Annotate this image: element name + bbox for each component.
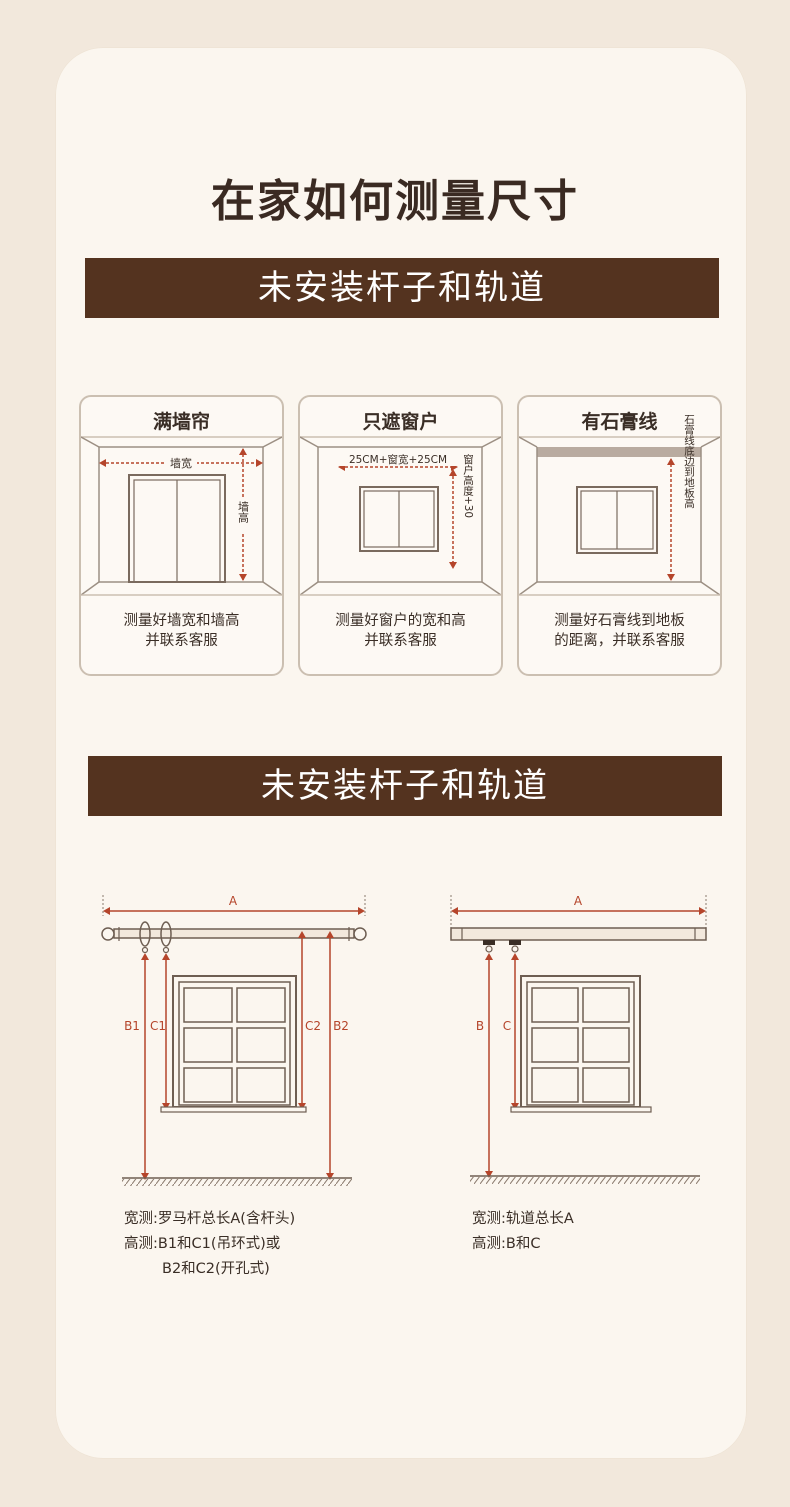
page-title: 在家如何测量尺寸 <box>211 176 579 227</box>
wall-height-label: 墙高 <box>237 500 250 524</box>
section2-heading: 未安装杆子和轨道 <box>88 756 722 816</box>
label-a: A <box>229 894 238 908</box>
caption-line: B2和C2(开孔式) <box>162 1261 270 1277</box>
panel-title: 满墙帘 <box>152 411 210 433</box>
rod-caption: 宽测:罗马杆总长A(含杆头) 高测:B1和C1(吊环式)或 B2和C2(开孔式) <box>124 1207 295 1282</box>
label-a: A <box>574 894 583 908</box>
desc-line: 测量好墙宽和墙高 <box>123 613 240 629</box>
caption-line: 宽测:罗马杆总长A(含杆头) <box>124 1211 296 1227</box>
caption-line: 宽测:轨道总长A <box>472 1211 574 1227</box>
section1-heading: 未安装杆子和轨道 <box>85 258 719 318</box>
panel-description: 测量好窗户的宽和高 并联系客服 <box>300 611 501 651</box>
caption-line: 高测:B1和C1(吊环式)或 <box>124 1236 281 1252</box>
panel-description: 测量好墙宽和墙高 并联系客服 <box>81 611 282 651</box>
track-caption: 宽测:轨道总长A 高测:B和C <box>472 1207 574 1257</box>
window-height-label: 窗户高度+30 <box>462 453 474 518</box>
panel-plaster-line: 有石膏线 石膏线底边到地板高 测量好石膏线到地板 的距离，并联系客服 <box>517 395 722 676</box>
window <box>520 975 641 1108</box>
window-only-diagram: 25CM+窗宽+25CM 窗户高度+30 <box>300 436 501 596</box>
label-c2: C2 <box>305 1019 321 1033</box>
panel-description: 测量好石膏线到地板 的距离，并联系客服 <box>519 611 720 651</box>
desc-line: 并联系客服 <box>364 633 437 649</box>
plaster-height-label: 石膏线底边到地板高 <box>683 414 695 509</box>
window-width-label: 25CM+窗宽+25CM <box>349 453 447 466</box>
label-c: C <box>503 1019 511 1033</box>
label-b: B <box>476 1019 484 1033</box>
panel-full-wall: 满墙帘 墙宽 墙高 测量好墙宽和墙高 并联系客服 <box>79 395 284 676</box>
caption-line: 高测:B和C <box>472 1236 541 1252</box>
desc-line: 的距离，并联系客服 <box>554 633 685 649</box>
wall-width-label: 墙宽 <box>170 456 192 470</box>
plaster-line-diagram: 石膏线底边到地板高 <box>519 414 720 596</box>
label-b1: B1 <box>124 1019 140 1033</box>
track-diagram: A B C <box>450 894 707 1184</box>
track <box>450 927 707 941</box>
panel-title: 只遮窗户 <box>362 411 439 433</box>
label-c1: C1 <box>150 1019 166 1033</box>
desc-line: 测量好石膏线到地板 <box>554 613 685 629</box>
rod-track-diagrams: A B1 C1 C2 B2 <box>101 894 707 1186</box>
desc-line: 并联系客服 <box>145 633 218 649</box>
label-b2: B2 <box>333 1019 349 1033</box>
full-wall-diagram: 墙宽 墙高 <box>81 436 282 596</box>
plaster-molding <box>537 447 701 457</box>
roman-rod-diagram: A B1 C1 C2 B2 <box>101 894 367 1186</box>
panel-title: 有石膏线 <box>581 411 658 433</box>
panel-window-only: 只遮窗户 25CM+窗宽+25CM 窗户高度+30 测量好窗户的宽和高 并联系客… <box>298 395 503 676</box>
window <box>172 975 297 1108</box>
desc-line: 测量好窗户的宽和高 <box>335 613 466 629</box>
